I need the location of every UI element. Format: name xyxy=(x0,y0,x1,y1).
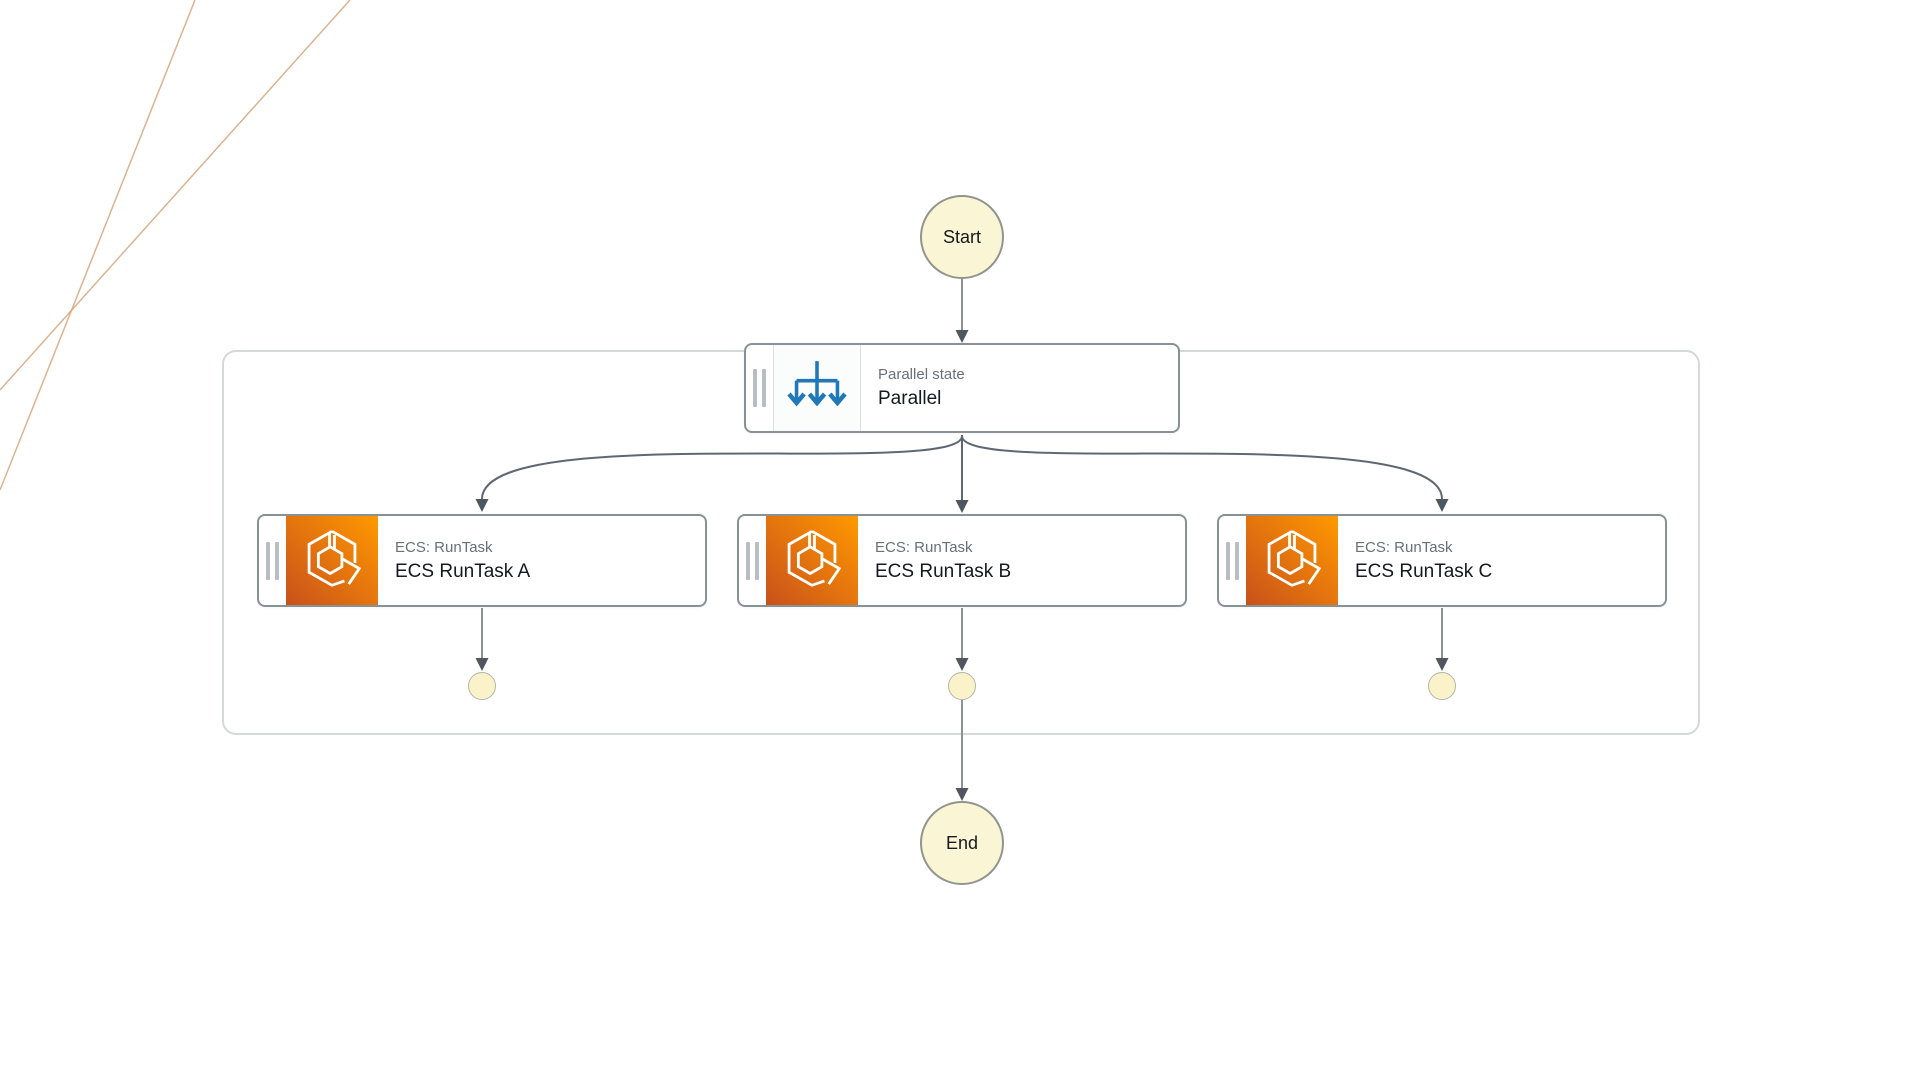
drag-handle[interactable] xyxy=(259,516,286,605)
decorative-line xyxy=(0,0,351,391)
node-ecs-runtask-c[interactable]: ECS: RunTask ECS RunTask C xyxy=(1217,514,1667,607)
drag-handle[interactable] xyxy=(1219,516,1246,605)
ecs-service-icon xyxy=(1261,527,1323,594)
node-ecs-runtask-b[interactable]: ECS: RunTask ECS RunTask B xyxy=(737,514,1187,607)
branch-end-dot xyxy=(468,672,496,700)
node-type-label: ECS: RunTask xyxy=(395,538,493,556)
end-terminal: End xyxy=(920,801,1004,885)
ecs-service-icon xyxy=(781,527,843,594)
node-ecs-runtask-a[interactable]: ECS: RunTask ECS RunTask A xyxy=(257,514,707,607)
node-name-label: ECS RunTask C xyxy=(1355,560,1493,582)
arrowhead-icon xyxy=(955,330,969,343)
ecs-service-icon xyxy=(301,527,363,594)
branch-end-dot xyxy=(1428,672,1456,700)
parallel-fork-icon xyxy=(785,354,849,423)
node-type-label: ECS: RunTask xyxy=(1355,538,1453,556)
decorative-line xyxy=(0,0,196,491)
node-type-label: Parallel state xyxy=(878,366,965,383)
node-parallel-state[interactable]: Parallel state Parallel xyxy=(744,343,1180,433)
drag-handle[interactable] xyxy=(746,345,773,431)
drag-handle[interactable] xyxy=(739,516,766,605)
node-name-label: ECS RunTask B xyxy=(875,560,1012,582)
start-terminal: Start xyxy=(920,195,1004,279)
start-label: Start xyxy=(942,226,981,247)
node-name-label: ECS RunTask A xyxy=(395,560,531,582)
branch-end-dot xyxy=(948,672,976,700)
node-type-label: ECS: RunTask xyxy=(875,538,973,556)
node-name-label: Parallel xyxy=(878,388,942,409)
arrowhead-icon xyxy=(955,788,969,801)
end-label: End xyxy=(945,832,979,853)
